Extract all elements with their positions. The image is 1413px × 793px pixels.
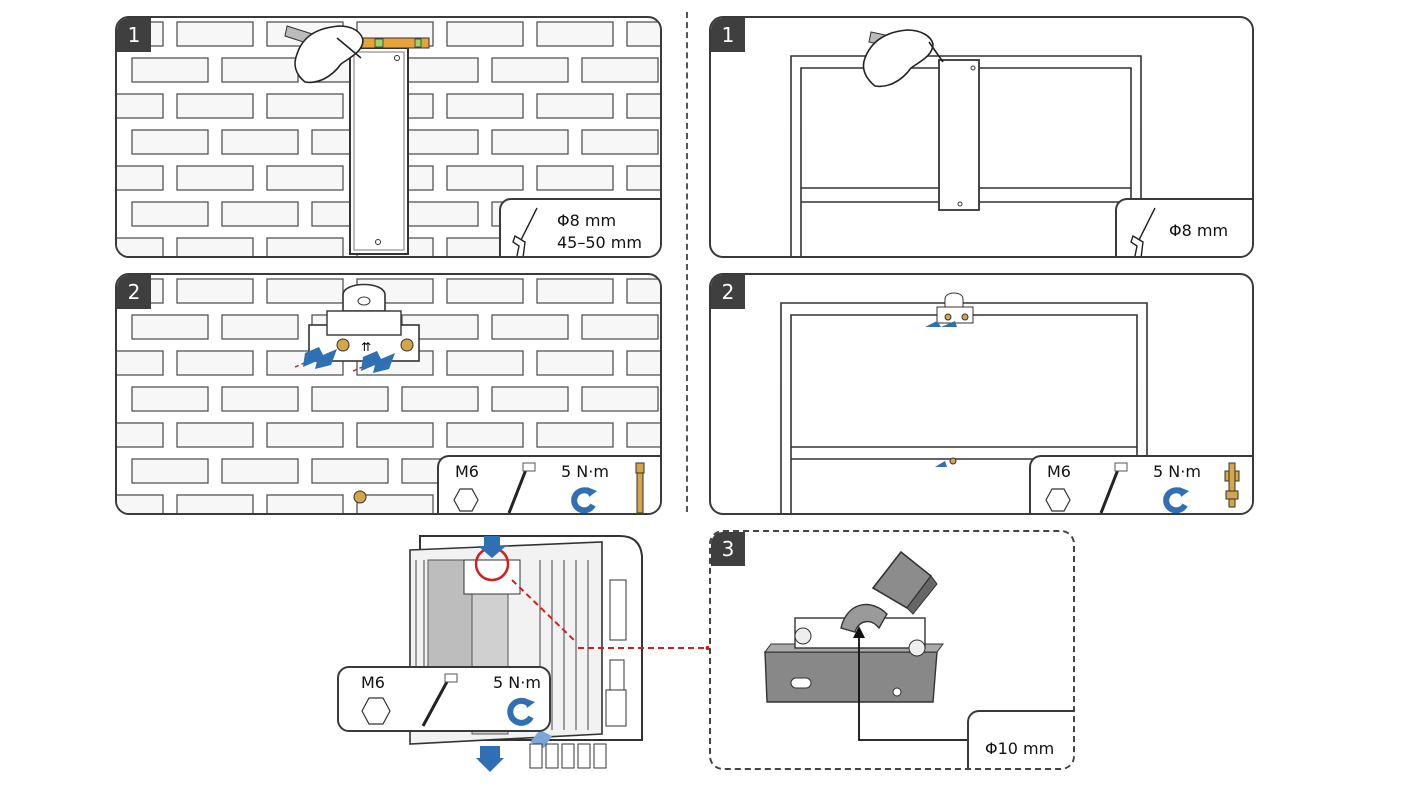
drill-diameter: Φ8 mm [1169,221,1229,240]
steel-frame-illustration [780,292,1148,513]
mounting-bracket: ⇈ [308,283,420,362]
red-leader-line [578,646,711,650]
bolt-size: M6 [455,462,479,481]
step-badge: 2 [117,275,151,309]
tool-spec-box: M6 5 N·m [1029,455,1252,513]
padlock-illustration [764,550,969,741]
tool-spec-box: Φ10 mm [967,710,1073,768]
expansion-bolt-icon [635,462,645,513]
step-badge: 1 [117,18,151,52]
torque-value: 5 N·m [1153,462,1201,481]
panel-wall-step1: Φ8 mm 45–50 mm 1 [115,16,662,258]
hex-nut-icon [1045,488,1071,512]
panel-frame-step2: M6 5 N·m 2 [709,273,1254,515]
svg-text:⇈: ⇈ [361,340,371,354]
step-badge: 3 [711,532,745,566]
mounting-bracket [764,617,944,703]
panel-lock-step3: Φ10 mm 3 [709,530,1075,770]
expansion-bolt-icon [1224,462,1240,508]
arrow-blue-icon [476,746,504,772]
section-divider [686,12,688,512]
hex-nut-icon [453,488,479,512]
hand-icon [284,25,364,84]
tool-spec-box: M6 5 N·m [337,666,551,732]
red-leader-line [511,579,577,643]
torque-wrench-icon [507,462,536,513]
marking-template [349,47,409,255]
torque-wrench-icon [1099,462,1128,513]
tool-spec-box: M6 5 N·m [437,455,660,513]
arrow-blue-icon [935,461,947,467]
arrow-blue-icon [478,536,506,558]
rotate-arrow-icon [1163,487,1189,513]
hammer-drill-icon [1130,207,1156,256]
hammer-drill-icon [512,207,538,256]
hand-icon [862,29,944,88]
panel-wall-step2: ⇈ M6 5 N·m 2 [115,273,662,515]
rotate-arrow-icon [507,697,535,726]
hex-nut-icon [361,697,391,725]
inverter-illustration [409,535,643,772]
torque-wrench-icon [421,673,458,727]
step-badge: 2 [711,275,745,309]
expansion-bolt-icon [353,490,367,504]
step-badge: 1 [711,18,745,52]
bolt-size: M6 [361,673,385,692]
drill-depth: 45–50 mm [557,233,642,252]
torque-value: 5 N·m [493,673,541,692]
bolt-size: M6 [1047,462,1071,481]
drill-diameter: Φ8 mm [557,211,617,230]
tool-spec-box: Φ8 mm 45–50 mm [499,198,660,256]
spirit-level-icon [354,37,430,49]
shackle-diameter: Φ10 mm [985,739,1055,758]
rotate-arrow-icon [571,487,597,513]
arrow-blue-icon [294,347,395,373]
tool-spec-box: Φ8 mm [1115,198,1252,256]
arrow-blue-icon [925,321,941,327]
mounting-bracket [936,292,974,324]
brick-wall-illustration: ⇈ [117,278,660,513]
padlock-icon [840,550,938,633]
arrow-blue-icon [941,321,957,327]
steel-frame-illustration [790,29,1142,256]
marking-template [938,59,980,211]
brick-wall-illustration [117,21,660,256]
panel-frame-step1: Φ8 mm 1 [709,16,1254,258]
torque-value: 5 N·m [561,462,609,481]
